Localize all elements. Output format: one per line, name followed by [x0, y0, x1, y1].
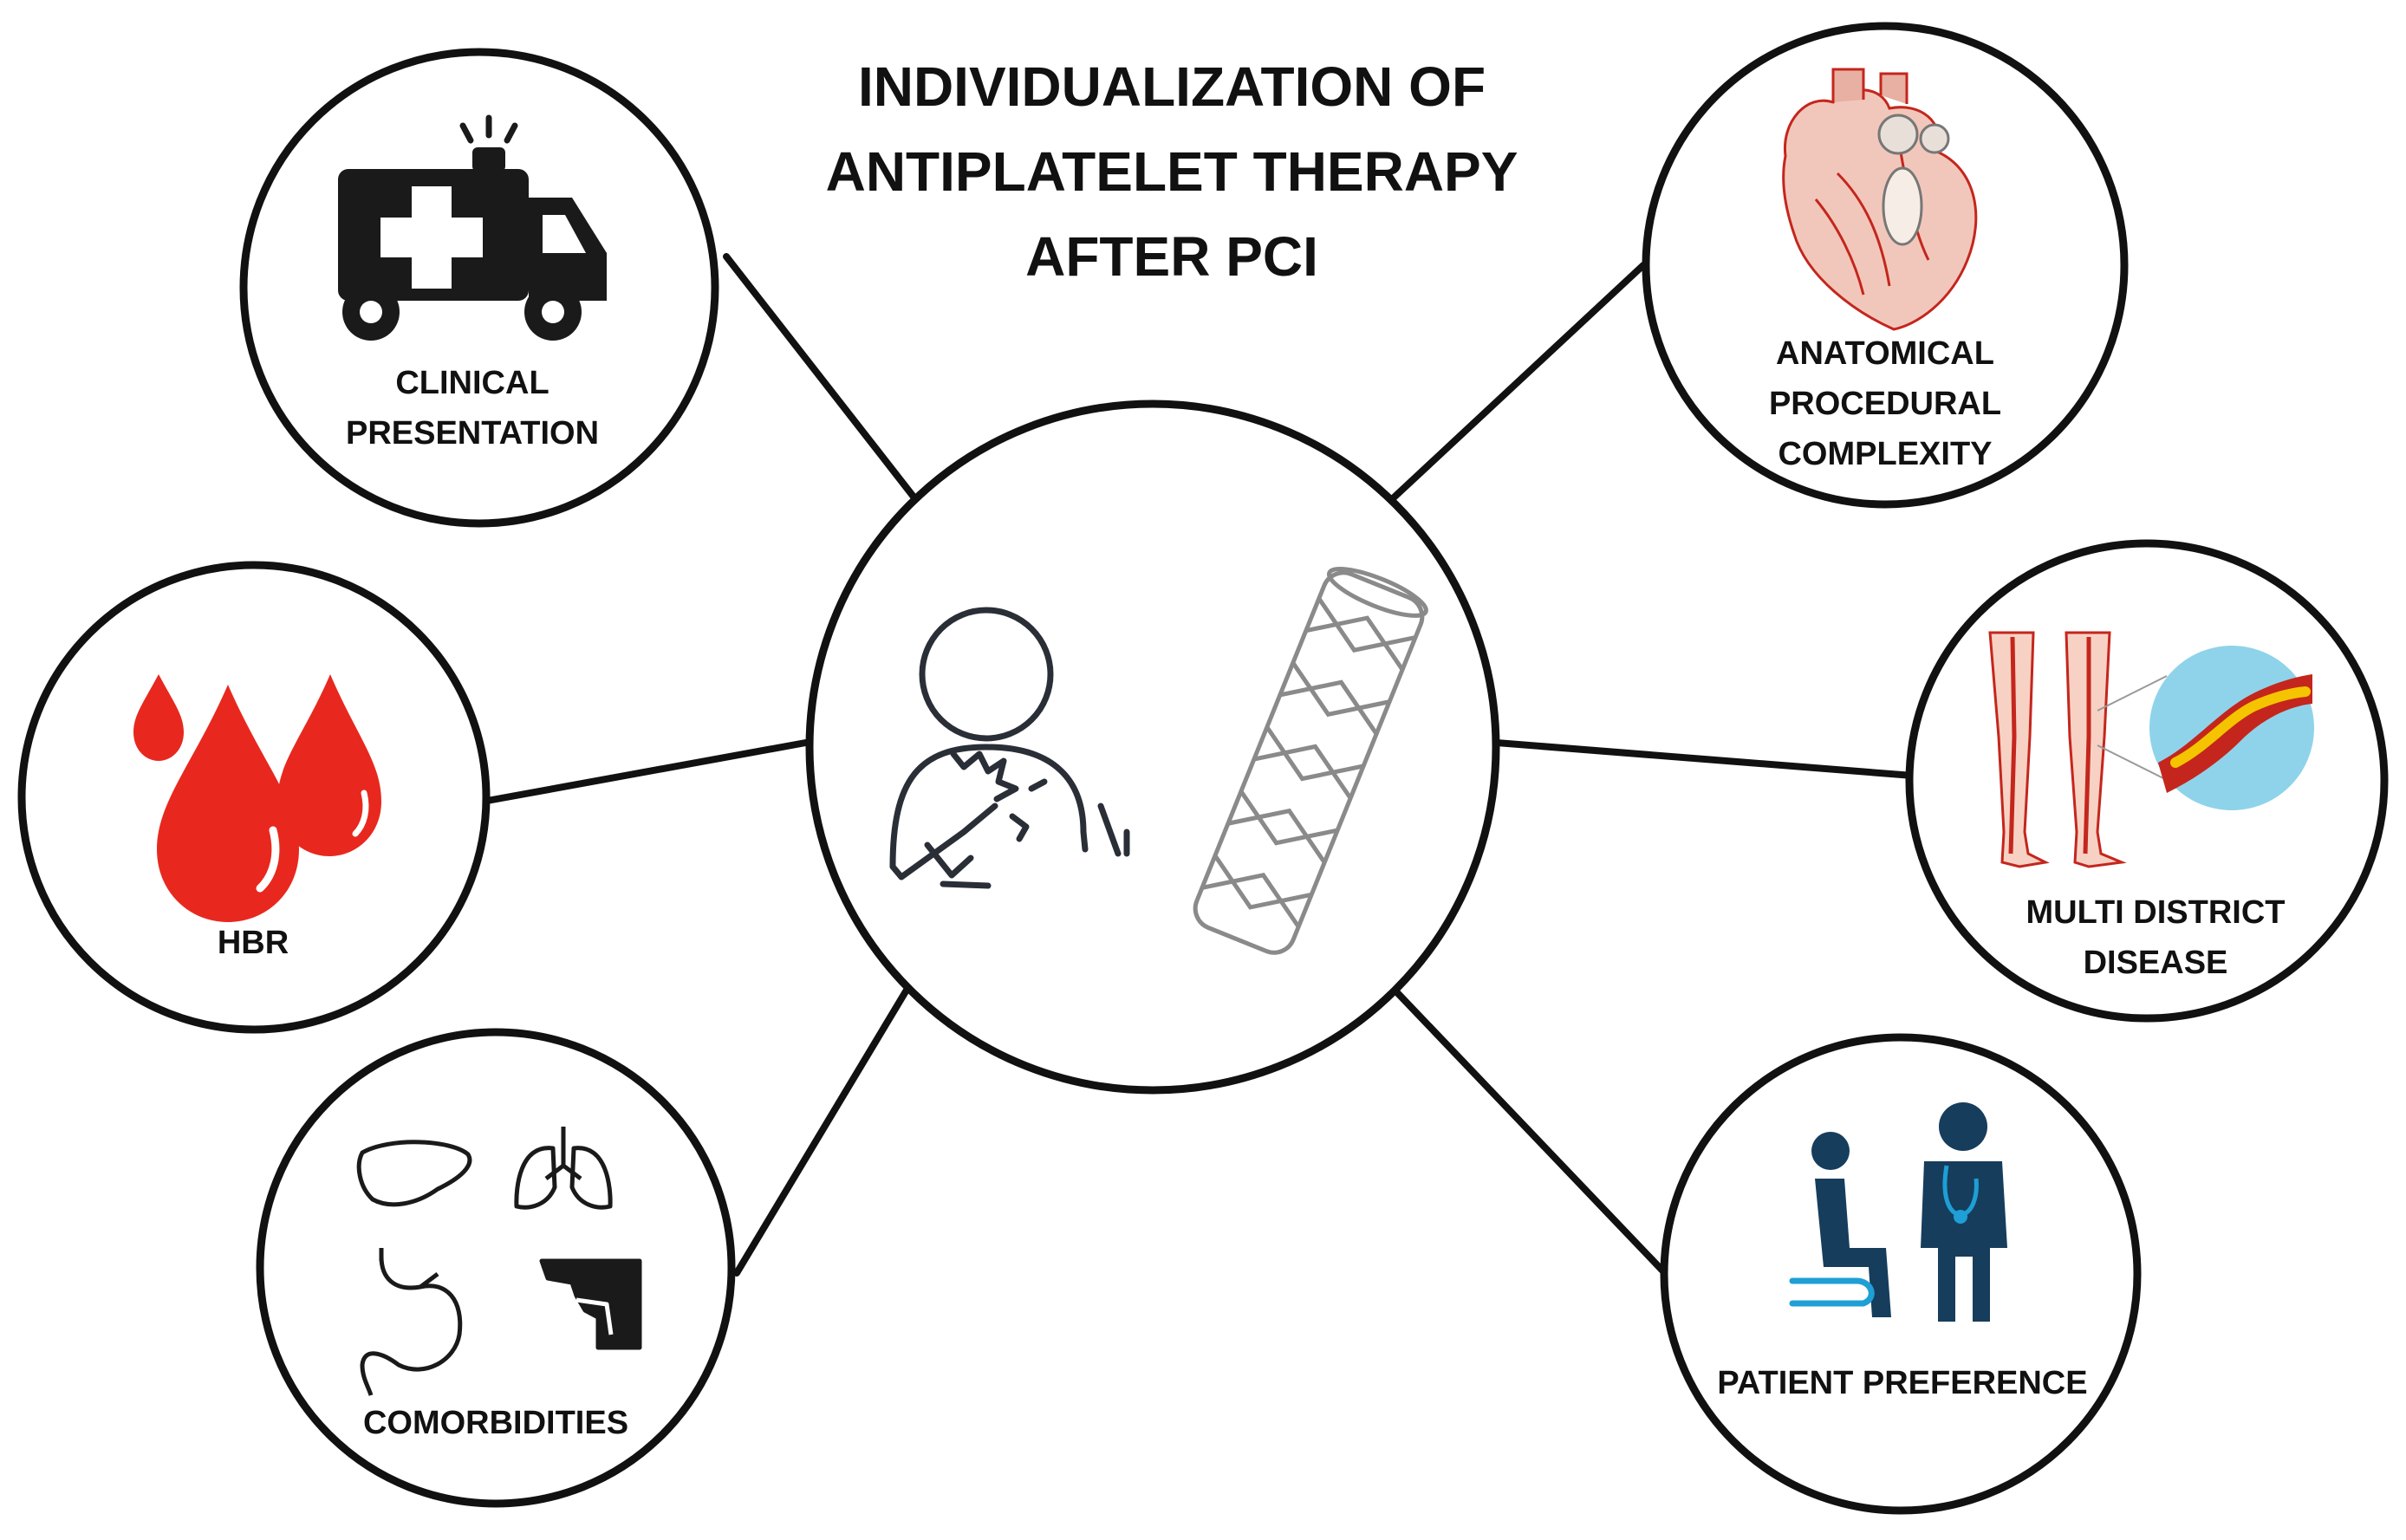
label-multi-district-line-2: DISEASE	[2084, 945, 2228, 981]
node-comorbidities: COMORBIDITIES	[256, 1028, 736, 1508]
label-multi-district-line-1: MULTI DISTRICT	[2026, 894, 2285, 931]
diagram-title: INDIVIDUALIZATION OF ANTIPLATELET THERAP…	[826, 55, 1518, 288]
connectors	[484, 253, 1916, 1277]
connector-hbr	[484, 738, 814, 804]
coronary-stent-icon	[1193, 567, 1428, 955]
leg-arteries-icon	[1988, 631, 2314, 868]
node-anatomical-procedural-complexity: ANATOMICAL PROCEDURAL COMPLEXITY	[1642, 22, 2129, 509]
center-node	[805, 400, 1500, 1095]
connector-comorbidities	[733, 975, 917, 1277]
connector-clinical-presentation	[723, 253, 920, 504]
node-hbr: HBR	[17, 561, 491, 1034]
title-line-2: ANTIPLATELET THERAPY	[826, 140, 1518, 203]
organs-icon	[356, 1127, 642, 1396]
label-patient-preference: PATIENT PREFERENCE	[1717, 1365, 2087, 1401]
node-patient-preference: PATIENT PREFERENCE	[1660, 1033, 2142, 1515]
connector-multi-district	[1482, 738, 1916, 779]
label-comorbidities: COMORBIDITIES	[363, 1405, 628, 1441]
label-hbr: HBR	[218, 925, 289, 961]
title-line-3: AFTER PCI	[1025, 225, 1318, 288]
node-multi-district-disease: MULTI DISTRICT DISEASE	[1905, 539, 2389, 1023]
heart-anatomy-icon	[1782, 68, 1978, 331]
patient-doctor-icon	[1789, 1102, 2007, 1322]
label-anatomical-line-2: PROCEDURAL	[1769, 386, 2001, 422]
connector-patient-preference	[1388, 983, 1667, 1275]
label-clinical-presentation-line-2: PRESENTATION	[346, 415, 599, 452]
label-clinical-presentation-line-1: CLINICAL	[395, 365, 549, 401]
label-anatomical-line-1: ANATOMICAL	[1776, 335, 1994, 372]
patient-chest-pain-icon	[889, 607, 1130, 889]
blood-drops-icon	[133, 674, 381, 922]
connector-anatomical	[1388, 262, 1647, 504]
node-clinical-presentation: CLINICAL PRESENTATION	[239, 48, 719, 528]
ambulance-icon	[338, 114, 607, 341]
title-line-1: INDIVIDUALIZATION OF	[858, 55, 1486, 118]
label-anatomical-line-3: COMPLEXITY	[1778, 436, 1992, 472]
